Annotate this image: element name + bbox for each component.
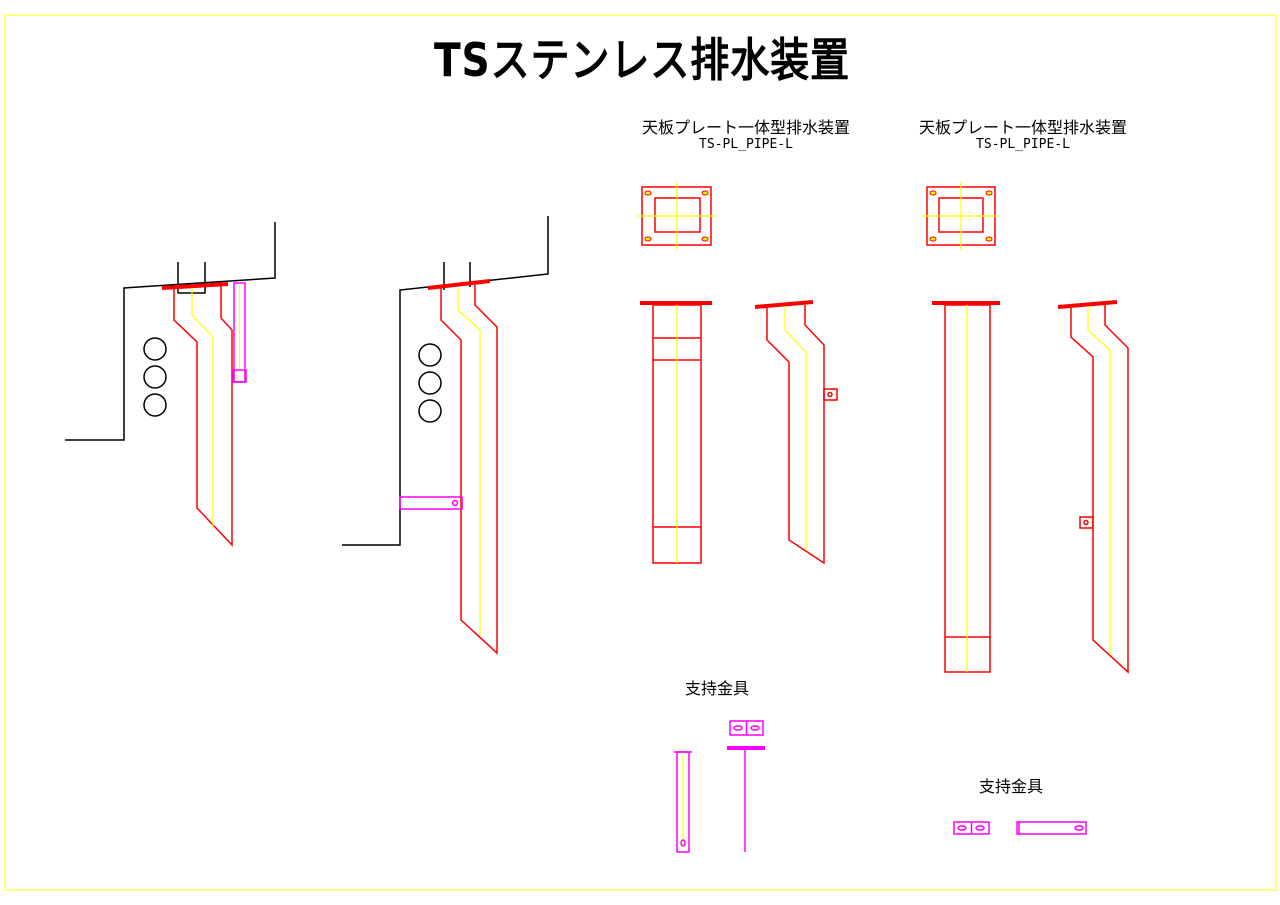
support-bracket-2 <box>953 821 1087 835</box>
support-label-1: 支持金具 <box>684 679 750 698</box>
model-1-drawings <box>637 182 838 565</box>
model-2-code: TS-PL_PIPE-L <box>976 137 1070 152</box>
drawing-border <box>4 14 1277 891</box>
model-2-name: 天板プレート一体型排水装置 <box>918 118 1128 137</box>
page-title: TSステンレス排水装置 <box>433 33 851 87</box>
installation-section-2 <box>342 216 549 655</box>
model-1-name: 天板プレート一体型排水装置 <box>641 118 851 137</box>
support-label-2: 支持金具 <box>978 777 1044 796</box>
model-1-code: TS-PL_PIPE-L <box>699 137 793 152</box>
installation-section-1 <box>65 222 276 547</box>
support-bracket-1 <box>674 720 765 853</box>
model-2-drawings <box>922 182 1129 674</box>
